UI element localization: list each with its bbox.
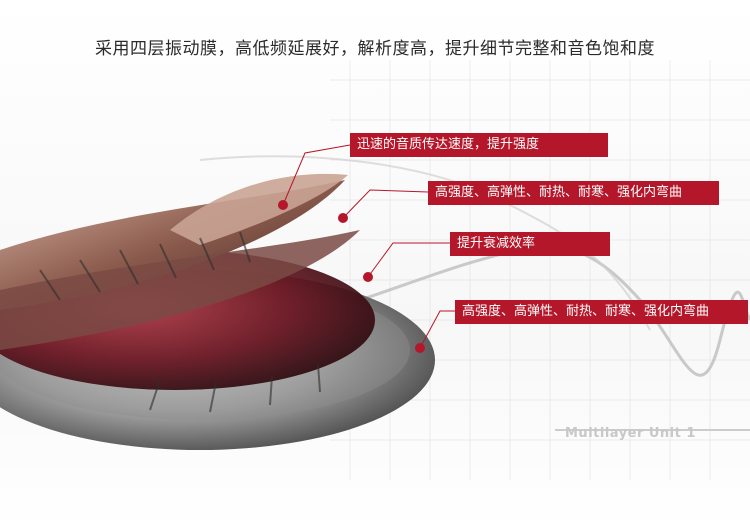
callout-dot-3: [363, 272, 373, 282]
callout-label-speed: 迅速的音质传达速度，提升强度: [350, 133, 608, 157]
callout-dot-1: [278, 200, 288, 210]
callout-label-damping: 提升衰减效率: [450, 232, 610, 256]
callout-label-strength-base: 高强度、高弹性、耐热、耐寒、强化内弯曲: [455, 300, 748, 324]
callout-dot-2: [338, 213, 348, 223]
callout-label-strength: 高强度、高弹性、耐热、耐寒、强化内弯曲: [428, 181, 719, 205]
headline-text: 采用四层振动膜，高低频延展好，解析度高，提升细节完整和音色饱和度: [95, 39, 655, 59]
callout-dot-4: [415, 343, 425, 353]
watermark-text: Multilayer Unit 1: [565, 426, 696, 441]
